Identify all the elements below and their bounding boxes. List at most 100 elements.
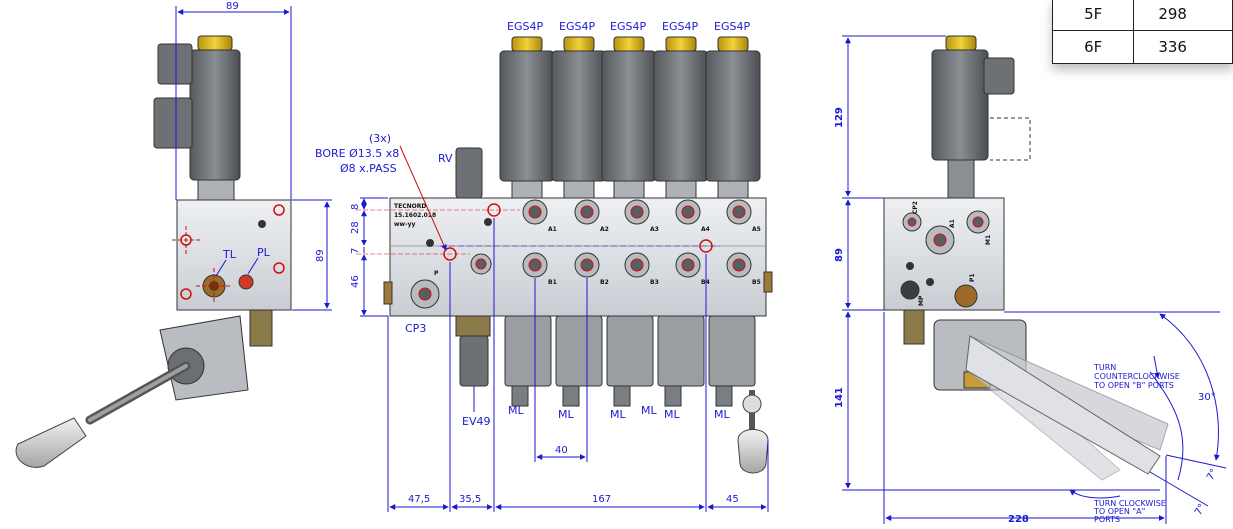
dim-141: 141	[834, 387, 845, 408]
solenoid-3	[601, 36, 657, 200]
engraving-line1: TECNORD	[394, 203, 426, 210]
dim-pitch-40: 40	[555, 445, 568, 456]
ports-a	[522, 199, 752, 225]
label-ml-5: ML	[641, 404, 657, 417]
angle-30: 30°	[1198, 392, 1216, 403]
table-cell-value: 298	[1133, 0, 1233, 31]
engraving-line2: 15.1602.018	[394, 212, 436, 219]
engraving-line3: ww-yy	[394, 221, 415, 228]
turn-cw-2: TO OPEN "A"	[1093, 507, 1145, 516]
port-a5: A5	[752, 226, 761, 233]
side-port-a1: A1	[949, 219, 956, 228]
nut	[197, 179, 235, 201]
plug	[926, 278, 934, 286]
rotation-arrow	[1069, 489, 1121, 499]
port	[954, 284, 978, 308]
port	[273, 262, 285, 274]
fitting	[903, 309, 925, 345]
solenoid-label-5: EGS4P	[714, 20, 750, 33]
side-port-m1: M1	[985, 235, 992, 245]
label-ev49: EV49	[462, 415, 490, 428]
dim-129: 129	[834, 107, 845, 128]
label-cp3: CP3	[405, 322, 426, 335]
lever-rod-highlight	[88, 364, 188, 422]
port-b3: B3	[650, 279, 659, 286]
dim-7: 7	[350, 248, 361, 254]
connector	[983, 57, 1015, 95]
table-cell-value: 336	[1133, 30, 1233, 64]
relief-valve	[455, 147, 483, 199]
table-cell-section: 6F	[1051, 30, 1135, 64]
lever-rod-side	[965, 335, 1161, 475]
lever-ball	[742, 394, 762, 414]
dim-top-89: 89	[226, 1, 239, 12]
valve-stem	[947, 159, 975, 199]
valve-block	[176, 199, 292, 311]
side-fitting	[763, 271, 773, 293]
port	[273, 204, 285, 216]
label-ml-1: ML	[508, 404, 524, 417]
angle-7b: 7°	[1193, 502, 1208, 517]
label-pl: PL	[257, 246, 271, 259]
turn-cw-3: PORTS	[1094, 515, 1120, 524]
bore-note-1: (3x)	[369, 132, 391, 145]
solenoid-label-4: EGS4P	[662, 20, 698, 33]
side-view: CP2 M1 A1 P1 MP 30° 7° 7° TURN COUNTERCL…	[834, 35, 1227, 525]
label-rv: RV	[438, 152, 453, 165]
dim-arc-30	[1159, 313, 1220, 461]
solenoid-1	[499, 36, 555, 200]
port-a2: A2	[600, 226, 609, 233]
label-ml-3: ML	[610, 408, 626, 421]
turn-ccw-3: TO OPEN "B" PORTS	[1093, 381, 1174, 390]
ev49-fitting	[455, 315, 491, 337]
ext-line	[1149, 471, 1209, 507]
variant-table: 5F 298 6F 336	[1051, 0, 1233, 64]
dim-35-5: 35,5	[459, 494, 481, 505]
ports-b	[522, 252, 752, 278]
rotation-arrow	[1153, 355, 1161, 379]
port-bore	[475, 258, 487, 270]
plug	[484, 218, 492, 226]
port-bore	[907, 217, 917, 227]
dim-167: 167	[592, 494, 611, 505]
port-b4: B4	[701, 279, 710, 286]
plug	[906, 262, 914, 270]
solenoid-cap	[945, 35, 977, 51]
side-port-p1: P1	[969, 273, 976, 282]
dim-45: 45	[726, 494, 739, 505]
port	[180, 288, 192, 300]
dim-side-89: 89	[834, 248, 845, 262]
table-cell-section: 5F	[1051, 0, 1135, 31]
table-row: 6F 336	[1051, 30, 1233, 64]
port-b1: B1	[548, 279, 557, 286]
turn-cw-1: TURN CLOCKWISE	[1093, 499, 1166, 508]
bore-note-3: Ø8 x.PASS	[340, 162, 397, 175]
solenoid-5	[705, 36, 761, 200]
solenoid-label-2: EGS4P	[559, 20, 595, 33]
dim-228: 228	[1008, 514, 1029, 525]
hidden-outline	[990, 117, 1031, 161]
leader	[215, 259, 227, 277]
fitting	[249, 309, 273, 347]
side-port-mp: MP	[918, 295, 925, 306]
port-bore	[972, 216, 984, 228]
angle-7a: 7°	[1205, 467, 1220, 482]
solenoid-2	[551, 36, 607, 200]
dim-28: 28	[350, 221, 361, 234]
label-ml-4: ML	[664, 408, 680, 421]
dim-46: 46	[350, 275, 361, 288]
solenoid-label-1: EGS4P	[507, 20, 543, 33]
port	[258, 220, 266, 228]
port	[900, 280, 920, 300]
left-view: TL PL 89 89	[15, 1, 332, 468]
lever-knob	[15, 417, 87, 468]
turn-ccw-2: COUNTERCLOCKWISE	[1094, 372, 1180, 381]
port-a1: A1	[548, 226, 557, 233]
bore-leader	[399, 145, 447, 251]
ext-line	[1165, 454, 1227, 469]
dim-right-89: 89	[315, 249, 326, 262]
leader	[247, 257, 259, 275]
manual-levers	[504, 315, 756, 407]
solenoid-coil	[931, 49, 989, 161]
